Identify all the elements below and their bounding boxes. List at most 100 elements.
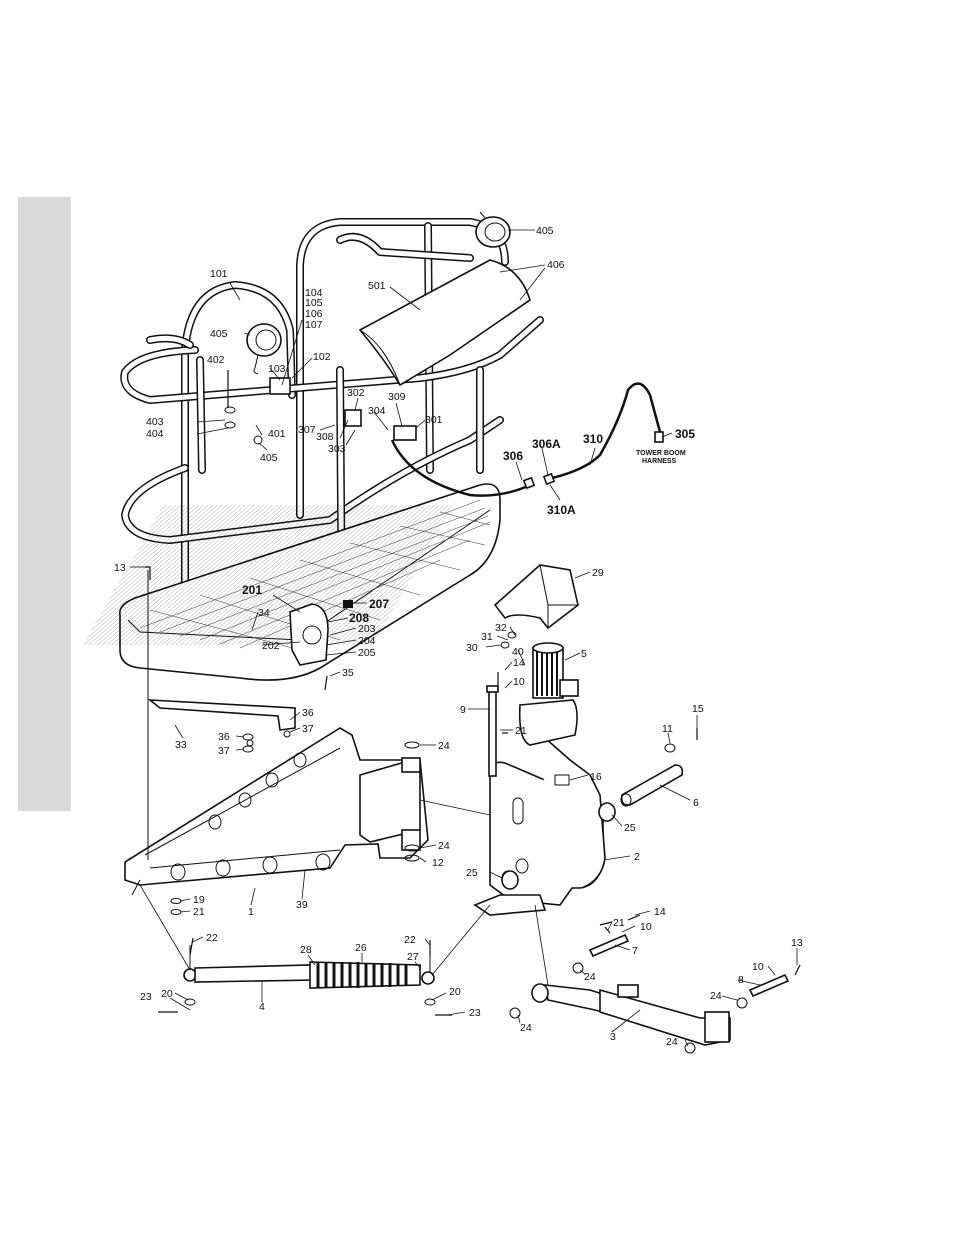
label-20b: 20 (449, 986, 461, 998)
pin-7 (588, 933, 630, 958)
label-302: 302 (347, 387, 365, 399)
leader-lines (130, 229, 798, 1047)
label-35: 35 (342, 667, 354, 679)
label-13a: 13 (114, 562, 126, 574)
label-10a: 10 (513, 676, 525, 688)
pin-9 (486, 685, 499, 777)
work-light-lower (246, 323, 282, 375)
label-8: 8 (738, 974, 744, 986)
frame-holes (170, 752, 331, 881)
label-7: 7 (632, 945, 638, 957)
label-27: 27 (407, 951, 419, 963)
label-22b: 22 (404, 934, 416, 946)
label-13b: 13 (791, 937, 803, 949)
label-107: 107 (305, 319, 323, 331)
control-cover (358, 259, 531, 387)
label-36a: 36 (302, 707, 314, 719)
master-cylinder-lower (531, 983, 731, 1046)
part-labels: 405 406 101 501 104 105 106 107 405 102 … (114, 225, 803, 1048)
label-5: 5 (581, 648, 587, 660)
label-24b: 24 (438, 840, 450, 852)
switch-box-301 (393, 425, 417, 441)
harness-label-line1: TOWER BOOM (636, 450, 686, 457)
label-402: 402 (207, 354, 225, 366)
label-24c: 24 (584, 971, 596, 983)
label-305: 305 (675, 427, 695, 441)
label-405c: 405 (260, 452, 278, 464)
label-1: 1 (248, 906, 254, 918)
label-12: 12 (432, 857, 444, 869)
label-33: 33 (175, 739, 187, 751)
label-23b: 23 (469, 1007, 481, 1019)
label-303: 303 (328, 443, 346, 455)
label-3: 3 (610, 1031, 616, 1043)
label-304: 304 (368, 405, 386, 417)
label-208: 208 (349, 611, 369, 625)
label-202: 202 (262, 640, 280, 652)
label-405a: 405 (536, 225, 554, 237)
label-15: 15 (692, 703, 704, 715)
pin-8 (748, 973, 790, 998)
label-406: 406 (547, 259, 565, 271)
bracket-103 (269, 377, 291, 395)
label-102: 102 (313, 351, 331, 363)
label-401: 401 (268, 428, 286, 440)
label-309: 309 (388, 391, 406, 403)
label-10c: 10 (752, 961, 764, 973)
label-14b: 14 (654, 906, 666, 918)
shaft-6 (620, 764, 684, 807)
label-24a: 24 (438, 740, 450, 752)
leveling-arm-frame (124, 727, 429, 896)
bushing-25a (598, 802, 616, 822)
label-10b: 10 (640, 921, 652, 933)
label-306: 306 (503, 449, 523, 463)
label-14a: 14 (513, 657, 525, 669)
label-21a: 21 (515, 725, 527, 737)
label-19: 19 (193, 894, 205, 906)
harness-cable (390, 382, 664, 497)
label-306A: 306A (532, 437, 561, 451)
work-light-upper (475, 211, 511, 248)
label-2: 2 (634, 851, 640, 863)
label-310A: 310A (547, 503, 576, 517)
bushing-25b (501, 870, 519, 890)
page-edge-tab (18, 197, 71, 811)
label-207: 207 (369, 597, 389, 611)
label-37a: 37 (302, 723, 314, 735)
leveling-assembly (289, 600, 353, 666)
label-29: 29 (592, 567, 604, 579)
hardware-washers (147, 372, 748, 1054)
label-26: 26 (355, 942, 367, 954)
label-405b: 405 (210, 328, 228, 340)
label-11: 11 (662, 723, 673, 735)
label-34: 34 (258, 607, 270, 619)
label-201: 201 (242, 583, 262, 597)
label-37b: 37 (218, 745, 230, 757)
label-103: 103 (268, 363, 286, 375)
label-4: 4 (259, 1001, 265, 1013)
label-32: 32 (495, 622, 507, 634)
bolts (145, 370, 801, 1016)
platform-basket (82, 483, 501, 681)
label-30: 30 (466, 642, 478, 654)
label-307: 307 (298, 424, 316, 436)
label-21b: 21 (193, 906, 205, 918)
label-22a: 22 (206, 932, 218, 944)
label-310: 310 (583, 432, 603, 446)
label-40: 40 (512, 646, 524, 658)
label-24d: 24 (710, 990, 722, 1002)
harness-label-line2: HARNESS (642, 458, 677, 465)
switch-box-302 (344, 409, 362, 427)
label-9: 9 (460, 704, 466, 716)
label-104: 104 (305, 287, 323, 299)
label-28: 28 (300, 944, 312, 956)
label-36b: 36 (218, 731, 230, 743)
label-105: 105 (305, 297, 323, 309)
label-21c: 21 (613, 917, 625, 929)
label-24e: 24 (520, 1022, 532, 1034)
label-23a: 23 (140, 991, 152, 1003)
motor-cover (493, 564, 579, 630)
label-301: 301 (425, 414, 443, 426)
label-501: 501 (368, 280, 386, 292)
